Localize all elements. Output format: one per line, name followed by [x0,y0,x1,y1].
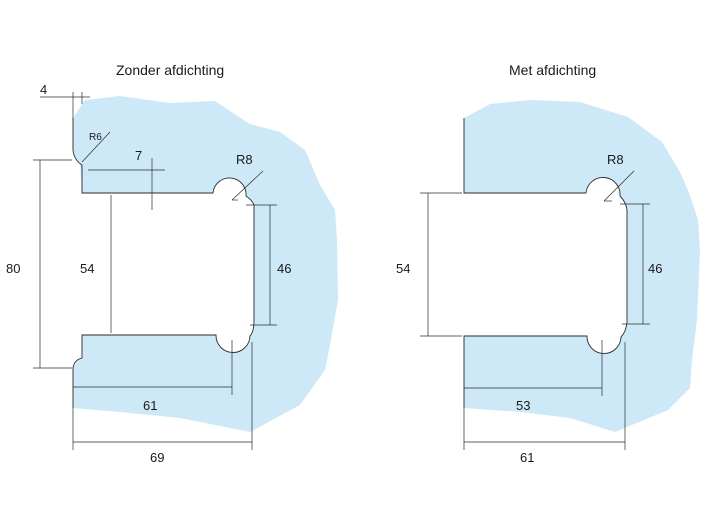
left-hinge-area [73,96,338,432]
dim-4: 4 [40,82,47,97]
right-dim-r8: R8 [607,152,624,167]
right-dim-53: 53 [516,398,530,413]
dim-r8: R8 [236,152,253,167]
dim-7: 7 [135,148,142,163]
dim-r6: R6 [89,132,102,143]
dim-54: 54 [80,261,94,276]
left-title: Zonder afdichting [116,62,224,78]
right-dim-46: 46 [648,261,662,276]
dim-80: 80 [6,261,20,276]
right-title: Met afdichting [509,62,596,78]
dim-46: 46 [277,261,291,276]
right-dim-54: 54 [396,261,410,276]
dim-61: 61 [143,398,157,413]
left-glass-edge [72,118,255,408]
right-drawing: R8 54 46 53 61 Met afdichting [396,62,700,465]
right-glass-edge [463,118,628,408]
left-drawing: 4 R6 7 R8 80 54 46 61 69 [6,62,338,465]
dim-69: 69 [150,450,164,465]
right-dim-61: 61 [520,450,534,465]
right-hinge-area [464,100,700,432]
